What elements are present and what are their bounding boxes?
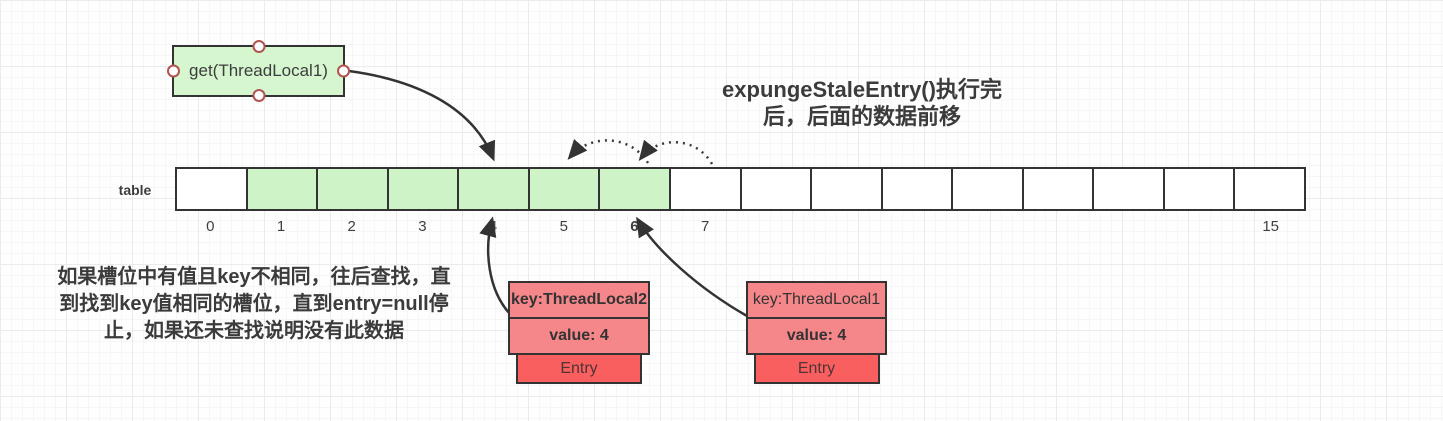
connection-handle-left-icon[interactable] bbox=[167, 64, 180, 78]
table-indices: 0 1 2 3 4 5 6 7 15 bbox=[175, 217, 1306, 237]
index-label-12 bbox=[1023, 217, 1094, 237]
index-label-2: 2 bbox=[347, 218, 356, 235]
table-array bbox=[175, 167, 1306, 211]
note-line-2: 到找到key值相同的槽位，直到entry=null停 bbox=[59, 293, 449, 315]
note-annotation: 如果槽位中有值且key不相同，往后查找，直 到找到key值相同的槽位，直到ent… bbox=[28, 264, 480, 345]
title-annotation: expungeStaleEntry()执行完 后，后面的数据前移 bbox=[660, 76, 1064, 130]
note-line-3: 止，如果还未查找说明没有此数据 bbox=[104, 320, 404, 342]
index-label-3: 3 bbox=[418, 218, 427, 235]
entry-tag: Entry bbox=[516, 353, 642, 384]
table-cell-12[interactable] bbox=[1021, 167, 1095, 211]
index-label-11 bbox=[953, 217, 1024, 237]
entry-tag: Entry bbox=[753, 353, 880, 384]
index-label-0: 0 bbox=[206, 218, 215, 235]
get-threadlocal-label: get(ThreadLocal1) bbox=[189, 61, 328, 80]
index-label-4: 4 bbox=[488, 218, 498, 235]
table-cell-3[interactable] bbox=[386, 167, 460, 211]
get-threadlocal-box[interactable]: get(ThreadLocal1) bbox=[167, 40, 350, 102]
entry-value: value: 4 bbox=[508, 317, 650, 355]
connection-handle-bottom-icon[interactable] bbox=[252, 89, 265, 102]
index-label-15: 15 bbox=[1262, 218, 1279, 235]
index-label-6: 6 bbox=[630, 218, 639, 235]
title-line-1: expungeStaleEntry()执行完 bbox=[722, 77, 1002, 102]
table-cell-8[interactable] bbox=[739, 167, 813, 211]
get-to-slot4-arrow-icon bbox=[348, 69, 496, 162]
entry-key: key:ThreadLocal1 bbox=[746, 281, 887, 319]
connection-handle-top-icon[interactable] bbox=[252, 40, 265, 53]
entry-key: key:ThreadLocal2 bbox=[508, 281, 650, 319]
index-label-13 bbox=[1094, 217, 1165, 237]
table-cell-15[interactable] bbox=[1233, 167, 1306, 211]
table-cell-11[interactable] bbox=[951, 167, 1024, 211]
shift-slot6-to-slot5-arrow-icon bbox=[567, 139, 650, 164]
table-cell-2[interactable] bbox=[316, 167, 389, 211]
index-label-10 bbox=[882, 217, 953, 237]
index-label-8 bbox=[741, 217, 812, 237]
index-label-7: 7 bbox=[700, 218, 710, 235]
entry-value: value: 4 bbox=[746, 317, 887, 355]
table-cell-9[interactable] bbox=[810, 167, 883, 211]
table-cell-4[interactable] bbox=[457, 167, 530, 211]
index-label-5: 5 bbox=[559, 218, 568, 235]
connection-handle-right-icon[interactable] bbox=[337, 64, 350, 78]
index-label-1: 1 bbox=[276, 218, 286, 235]
table-label: table bbox=[118, 182, 152, 198]
table-cell-6[interactable] bbox=[598, 167, 671, 211]
table-cell-10[interactable] bbox=[880, 167, 954, 211]
shift-slot7-to-slot6-arrow-icon bbox=[638, 139, 714, 165]
table-cell-14[interactable] bbox=[1162, 167, 1236, 211]
table-cell-1[interactable] bbox=[245, 167, 319, 211]
table-cell-7[interactable] bbox=[668, 167, 742, 211]
table-cell-0[interactable] bbox=[175, 167, 248, 211]
index-label-14 bbox=[1165, 217, 1236, 237]
table-cell-5[interactable] bbox=[527, 167, 601, 211]
entry-box-threadlocal1[interactable]: key:ThreadLocal1 value: 4 Entry bbox=[746, 281, 887, 384]
index-label-9 bbox=[811, 217, 882, 237]
table-cell-13[interactable] bbox=[1092, 167, 1165, 211]
title-line-2: 后，后面的数据前移 bbox=[762, 104, 961, 129]
note-line-1: 如果槽位中有值且key不相同，往后查找，直 bbox=[57, 266, 451, 288]
entry-box-threadlocal2[interactable]: key:ThreadLocal2 value: 4 Entry bbox=[508, 281, 650, 384]
